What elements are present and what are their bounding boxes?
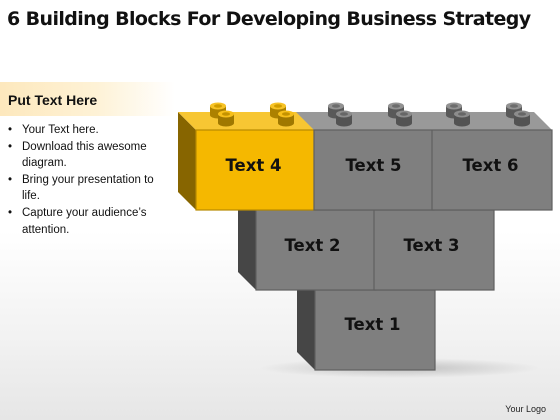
block-stud [446,102,470,127]
block-3 [373,209,495,291]
block-5 [296,102,435,211]
block-label-text-1: Text 1 [344,315,401,334]
slide-title: 6 Building Blocks For Developing Busines… [7,8,531,30]
block-front-face [195,129,317,211]
block-label-text-2: Text 2 [284,236,341,255]
block-front-face [373,209,495,291]
block-front-face [431,129,553,211]
logo-placeholder: Your Logo [505,404,546,414]
block-side-face [238,192,256,290]
block-front-face [313,129,435,211]
block-side-face [178,112,196,210]
block-stud [506,102,530,127]
block-top-face [414,112,552,130]
block-label-text-3: Text 3 [403,236,460,255]
block-label-text-4: Text 4 [225,156,282,175]
sidebar-header-band: Put Text Here [0,82,175,116]
sidebar-heading: Put Text Here [8,92,98,108]
block-stud [210,102,234,127]
block-front-face [314,289,436,371]
block-side-face [297,272,315,370]
block-4 [178,102,317,211]
bullet-item: Capture your audience’s attention. [6,205,171,238]
block-front-face [255,209,377,291]
block-label-text-5: Text 5 [345,156,402,175]
block-label-text-6: Text 6 [462,156,519,175]
block-stud [328,102,352,127]
block-1 [297,272,436,371]
bullet-item: Bring your presentation to life. [6,172,171,205]
bullet-list: Your Text here. Download this awesome di… [6,122,171,238]
block-2 [238,192,377,291]
blocks-layer [178,102,553,371]
block-top-face [296,112,434,130]
block-6 [414,102,553,211]
bullet-item: Download this awesome diagram. [6,139,171,172]
block-stud [388,102,412,127]
bullet-item: Your Text here. [6,122,171,139]
block-top-face [178,112,316,130]
block-stud [270,102,294,127]
